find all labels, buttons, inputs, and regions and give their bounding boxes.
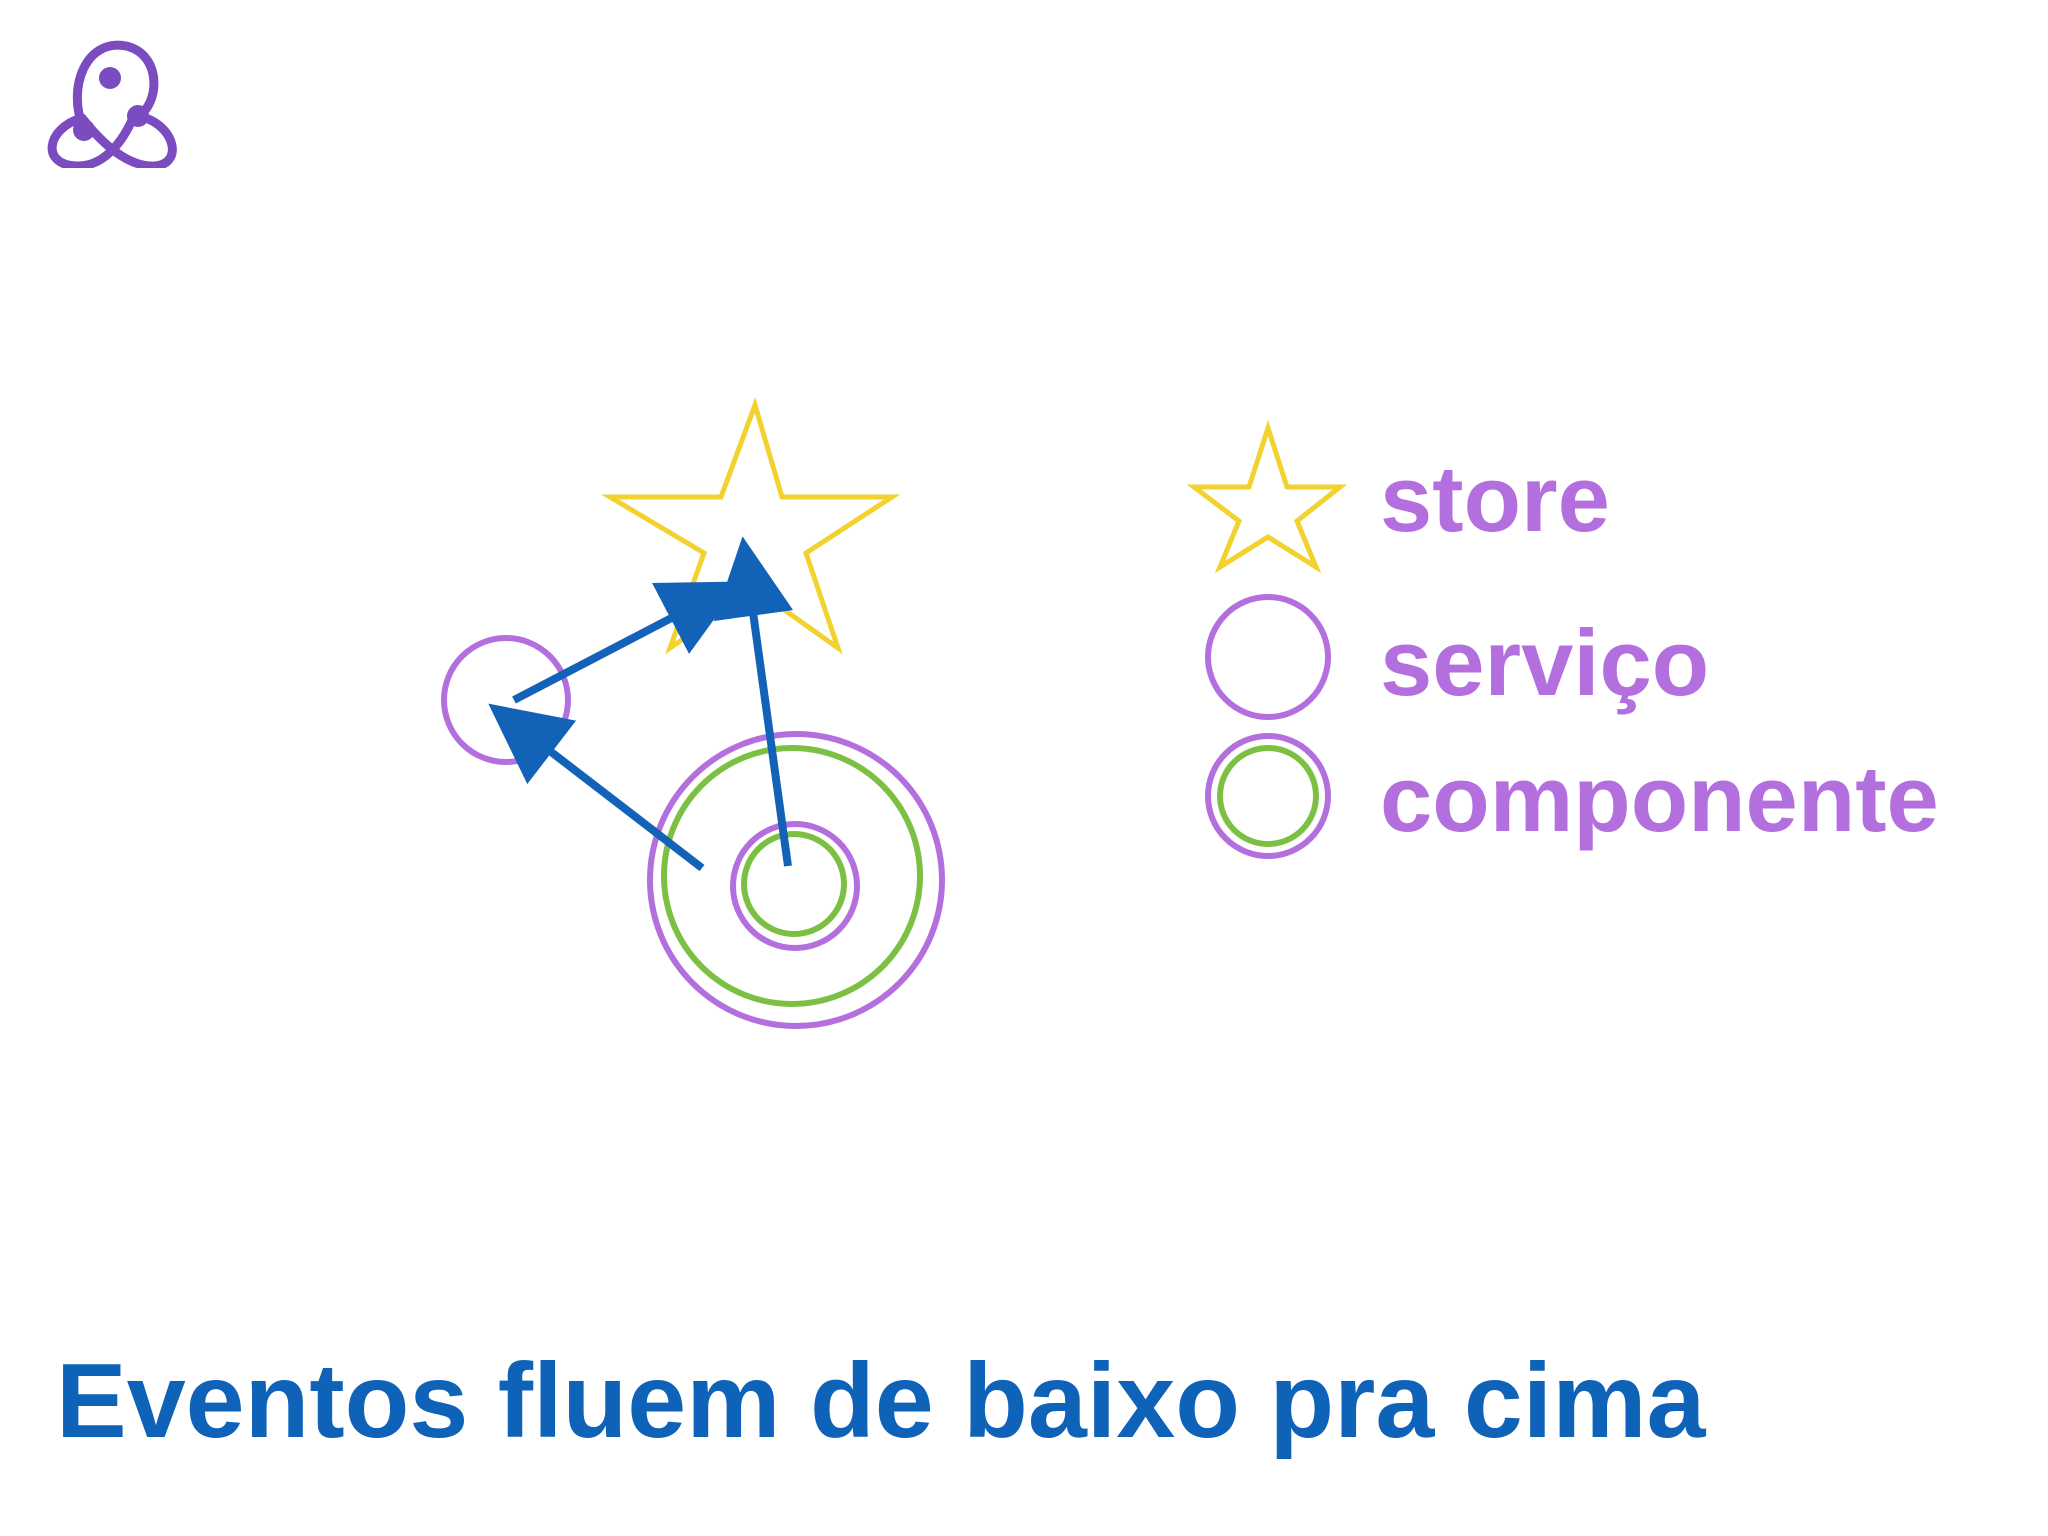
component-outer-inner-ring xyxy=(661,745,923,1007)
legend-servico-label: serviço xyxy=(1380,610,1710,715)
legend-store-label: store xyxy=(1380,446,1610,551)
legend-componente-label: componente xyxy=(1380,746,1939,851)
legend-double-circle-icon-inner xyxy=(1217,745,1319,847)
component-small-inner-ring xyxy=(741,831,847,937)
slide-title: Eventos fluem de baixo pra cima xyxy=(56,1342,1706,1460)
redux-logo-icon xyxy=(47,40,177,168)
arrow-component-to-store xyxy=(713,536,794,867)
legend-star-icon xyxy=(1186,419,1348,574)
component-outer-ring xyxy=(647,731,945,1029)
legend-circle-icon xyxy=(1205,594,1331,720)
legend-double-circle-icon-outer xyxy=(1205,733,1331,859)
service-circle xyxy=(441,635,571,765)
arrow-component-to-service xyxy=(488,703,705,872)
component-small-ring xyxy=(730,821,860,951)
arrow-service-to-store xyxy=(512,581,742,704)
